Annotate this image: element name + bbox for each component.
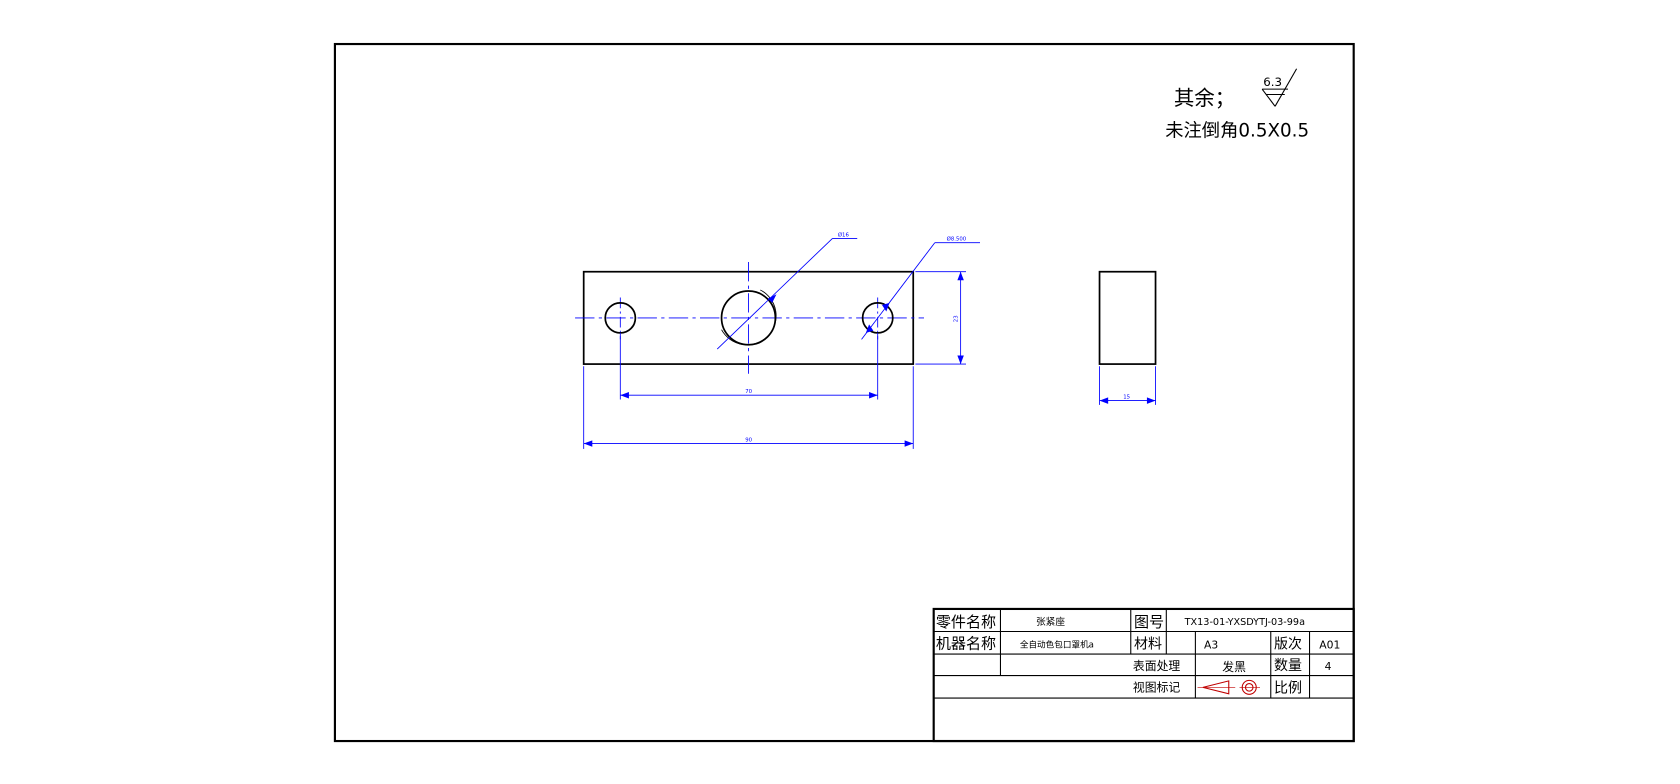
chamfer-note: 未注倒角0.5X0.5 [1165, 120, 1309, 141]
side-view-outline [1098, 270, 1157, 365]
center-hole-diameter-dim: Ø16 [716, 231, 858, 350]
center-hole-dia-text: Ø16 [838, 231, 850, 238]
part-name-label: 零件名称 [936, 613, 996, 631]
surface-treatment-value: 发黑 [1222, 660, 1246, 674]
view-mark-label: 视图标记 [1133, 681, 1181, 695]
surface-treatment-label: 表面处理 [1133, 659, 1181, 673]
side-hole-dia-text: Ø8.500 [947, 236, 967, 243]
side-hole-diameter-dim: Ø8.500 [861, 236, 980, 340]
scale-label: 比例 [1274, 681, 1302, 697]
thickness-text: 15 [1123, 394, 1130, 400]
revision-label: 版次 [1274, 637, 1302, 653]
roughness-prefix: 其余； [1174, 86, 1235, 110]
title-block: 零件名称 张紧座 图号 TX13-01-YXSDYTJ-03-99a 机器名称 … [932, 607, 1355, 743]
revision-value: A01 [1319, 639, 1340, 652]
total-length-dimension: 90 [583, 366, 914, 449]
material-value: A3 [1204, 639, 1218, 652]
machine-name-label: 机器名称 [936, 635, 996, 653]
hole-spacing-dimension: 70 [619, 332, 879, 400]
height-dim-text: 23 [953, 315, 959, 322]
drawing-no-label: 图号 [1134, 613, 1164, 631]
side-view: 15 [1098, 270, 1157, 405]
hole-spacing-text: 70 [745, 389, 752, 395]
drawing-no-value: TX13-01-YXSDYTJ-03-99a [1184, 617, 1305, 628]
quantity-label: 数量 [1274, 658, 1302, 674]
first-angle-projection-symbol [1197, 679, 1260, 695]
drawing-frame [333, 42, 1355, 743]
part-name-value: 张紧座 [1036, 616, 1065, 628]
surface-roughness-symbol: 6.3 [1261, 68, 1298, 107]
machine-name-value: 全自动色包口罩机a [1020, 639, 1094, 651]
quantity-value: 4 [1325, 660, 1332, 673]
total-length-text: 90 [745, 437, 752, 443]
material-label: 材料 [1134, 637, 1162, 653]
height-dimension: 23 [915, 271, 966, 365]
roughness-value: 6.3 [1263, 75, 1282, 89]
